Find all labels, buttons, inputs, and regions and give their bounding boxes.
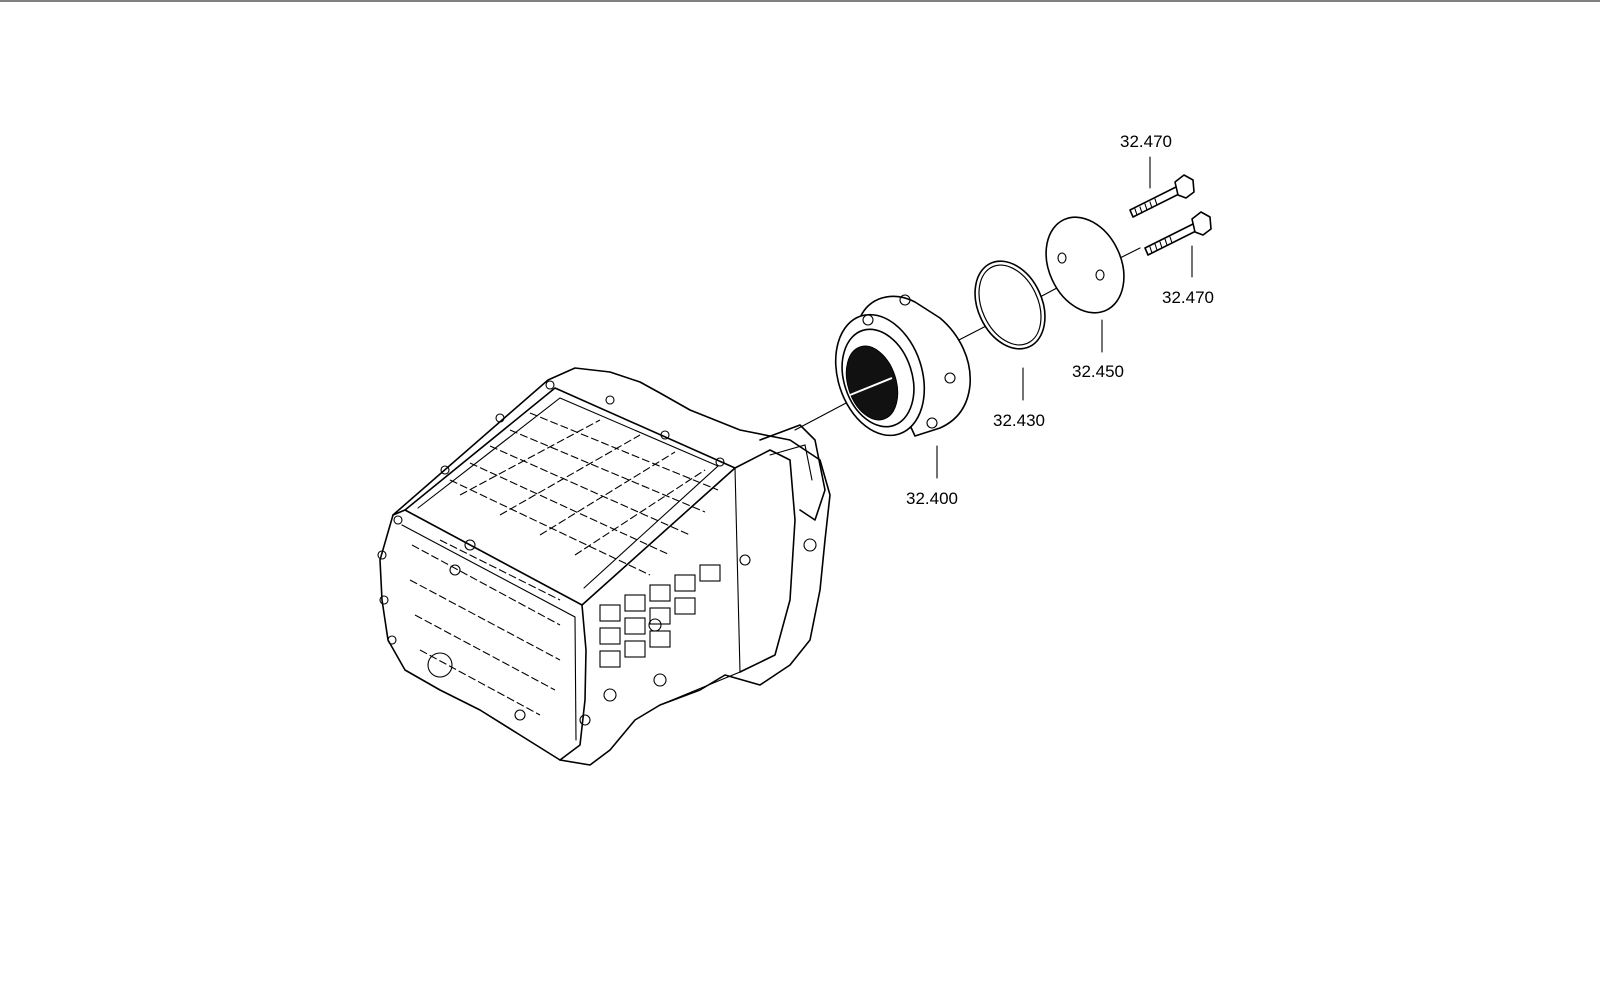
callout-bearing-housing: 32.400 bbox=[906, 489, 958, 508]
housing-front-inner bbox=[401, 524, 577, 741]
housing-bolt-holes bbox=[377, 380, 817, 726]
o-ring-inner bbox=[978, 264, 1042, 346]
housing-interior-dashes bbox=[409, 539, 561, 716]
housing-side-ribs bbox=[599, 564, 721, 668]
housing-output-stub-detail bbox=[769, 444, 813, 481]
housing-output-stub bbox=[759, 424, 826, 521]
cover-plate-part bbox=[1045, 216, 1125, 314]
bearing-housing-hole bbox=[899, 294, 911, 306]
bolt-thread bbox=[1149, 236, 1173, 254]
housing-outline bbox=[379, 367, 831, 766]
housing-side-panel bbox=[734, 449, 796, 673]
gearbox-housing bbox=[377, 367, 831, 766]
callout-bolt-top: 32.470 bbox=[1120, 132, 1172, 151]
cover-plate-hole bbox=[1095, 269, 1105, 281]
bearing-housing-bore-highlight bbox=[849, 377, 893, 396]
o-ring-part bbox=[974, 260, 1046, 350]
callout-cover-plate: 32.450 bbox=[1072, 362, 1124, 381]
housing-top-ridge bbox=[404, 387, 736, 606]
bearing-housing-bore bbox=[845, 345, 899, 421]
cover-plate-hole bbox=[1057, 252, 1067, 264]
assembly-axis-line bbox=[794, 247, 1141, 431]
bolt-part-right bbox=[1144, 211, 1212, 256]
housing-top-inner bbox=[417, 397, 720, 589]
bearing-housing-hole bbox=[926, 417, 938, 429]
callout-bolt-right: 32.470 bbox=[1162, 288, 1214, 307]
callout-o-ring: 32.430 bbox=[993, 411, 1045, 430]
bolt-head bbox=[1191, 211, 1212, 236]
housing-front-flange bbox=[392, 509, 587, 761]
bolt-head bbox=[1174, 174, 1195, 199]
bolt-shank bbox=[1144, 222, 1199, 256]
cover-plate-disc bbox=[1045, 216, 1125, 314]
bearing-housing-part bbox=[834, 294, 971, 437]
housing-side-edge bbox=[581, 466, 741, 706]
housing-top-ribs bbox=[449, 412, 719, 576]
bolt-part-top bbox=[1129, 174, 1195, 218]
bolt-thread bbox=[1134, 198, 1158, 216]
bearing-housing-hole bbox=[862, 314, 874, 326]
bearing-housing-hole bbox=[944, 372, 956, 384]
